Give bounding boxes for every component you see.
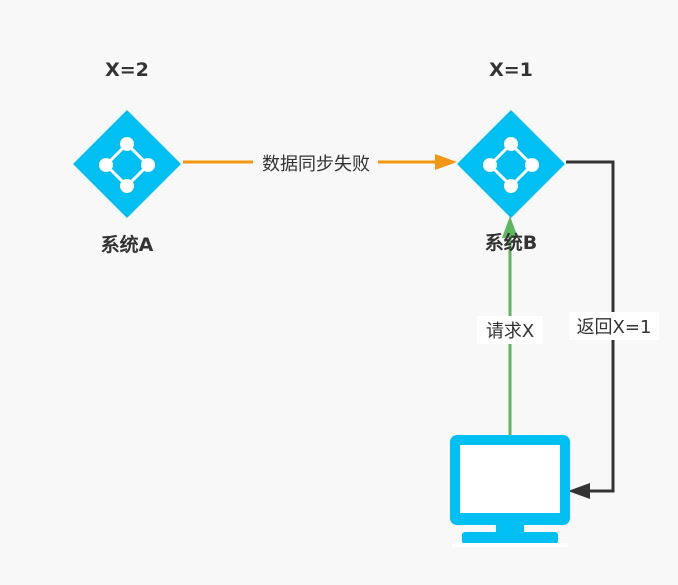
- request-arrowhead: [502, 216, 518, 238]
- system-a-node[interactable]: X=2 系统A: [73, 59, 181, 256]
- response-label: 返回X=1: [577, 317, 652, 338]
- response-arrowhead: [568, 483, 590, 499]
- sync-label-bg: [253, 150, 378, 176]
- edge-response: 返回X=1: [566, 160, 659, 499]
- edge-sync: 数据同步失败: [183, 150, 457, 176]
- sync-label: 数据同步失败: [262, 154, 370, 175]
- response-label-bg: [569, 312, 659, 340]
- request-label-bg: [477, 316, 543, 344]
- edge-request: 请求X: [477, 216, 543, 435]
- system-a-value-label: X=2: [105, 59, 149, 81]
- system-b-value-label: X=1: [489, 59, 533, 81]
- sync-arrowhead: [435, 154, 457, 170]
- client-computer[interactable]: [450, 435, 570, 547]
- system-a-name-label: 系统A: [101, 233, 154, 256]
- system-b-name-label: 系统B: [485, 231, 537, 254]
- network-node-icon: [73, 110, 181, 218]
- computer-monitor-icon: [450, 435, 570, 547]
- system-b-node[interactable]: X=1 系统B: [457, 59, 565, 254]
- network-node-icon: [457, 110, 565, 218]
- request-label: 请求X: [486, 321, 534, 342]
